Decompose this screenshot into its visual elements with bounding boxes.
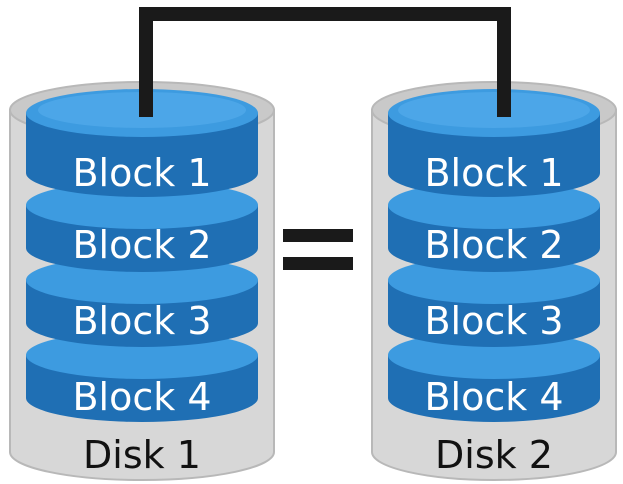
disk-1-block-3-label: Block 3 bbox=[72, 299, 211, 343]
disk-1-block-2-label: Block 2 bbox=[72, 223, 211, 267]
disk-1: Block 4 Block 3 Block 2 Block 1 Disk 1 bbox=[9, 81, 275, 481]
disk-2-block-1-label: Block 1 bbox=[424, 151, 563, 195]
disk-1-block-4-label: Block 4 bbox=[72, 375, 211, 419]
disk-2-block-4-label: Block 4 bbox=[424, 375, 563, 419]
disk-1-block-1-label: Block 1 bbox=[72, 151, 211, 195]
disk-1-label: Disk 1 bbox=[83, 433, 201, 477]
disk-2: Block 4 Block 3 Block 2 Block 1 Disk 2 bbox=[371, 81, 617, 481]
disk-2-block-1: Block 1 bbox=[388, 89, 600, 197]
mirror-connector-line bbox=[139, 7, 511, 117]
equals-sign-bottom-bar bbox=[283, 257, 353, 270]
disk-1-block-3: Block 3 bbox=[26, 256, 258, 347]
disk-1-block-2: Block 2 bbox=[26, 181, 258, 272]
disk-1-block-4: Block 4 bbox=[26, 331, 258, 422]
disk-2-label: Disk 2 bbox=[435, 433, 553, 477]
equals-sign-icon bbox=[283, 229, 353, 270]
disk-2-block-2-label: Block 2 bbox=[424, 223, 563, 267]
equals-sign-top-bar bbox=[283, 229, 353, 242]
disk-2-block-3-label: Block 3 bbox=[424, 299, 563, 343]
